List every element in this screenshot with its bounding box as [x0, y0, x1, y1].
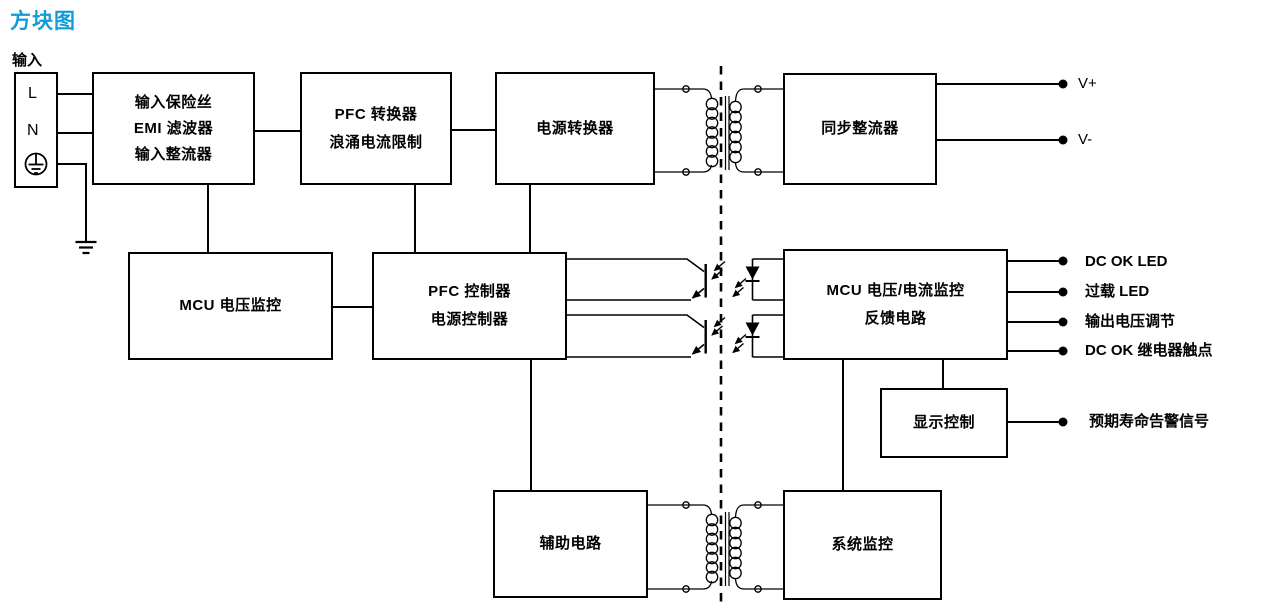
protective-earth-icon [24, 152, 48, 176]
block-pfc-controller: PFC 控制器 电源控制器 [372, 252, 567, 360]
input-terminal-label: 输入 [12, 52, 43, 69]
connector-lines [207, 129, 944, 490]
block-power-converter: 电源转换器 [495, 72, 655, 185]
block-mcu-vi-monitor: MCU 电压/电流监控 反馈电路 [783, 249, 1008, 360]
block-label: 系统监控 [831, 536, 894, 553]
port-overload-led: 过载 LED [1085, 283, 1150, 300]
block-label: 输入整流器 [134, 145, 213, 163]
block-mcu-voltage-monitor: MCU 电压监控 [128, 252, 333, 360]
block-label: 输入保险丝 [134, 93, 213, 111]
block-label: 反馈电路 [864, 309, 927, 327]
block-label: PFC 转换器 [334, 105, 418, 123]
block-label: 电源控制器 [430, 311, 509, 328]
transformer-aux-icon [648, 501, 783, 593]
port-dc-ok-relay: DC OK 继电器触点 [1085, 342, 1213, 359]
port-dc-ok-led: DC OK LED [1085, 253, 1168, 270]
port-v-plus: V+ [1078, 75, 1097, 92]
port-life-alarm: 预期寿命告警信号 [1089, 413, 1210, 430]
block-sync-rectifier: 同步整流器 [783, 73, 937, 185]
block-label: 浪涌电流限制 [329, 133, 423, 151]
output-lines [937, 79, 1068, 427]
block-label: 显示控制 [912, 414, 975, 431]
block-system-monitor: 系统监控 [783, 490, 942, 600]
chassis-ground-icon [75, 240, 97, 255]
block-label: PFC 控制器 [428, 283, 511, 300]
page-title: 方块图 [10, 10, 76, 33]
port-voltage-adjust: 输出电压调节 [1085, 313, 1176, 330]
block-input-fuse: 输入保险丝 EMI 滤波器 输入整流器 [92, 72, 255, 185]
block-label: MCU 电压/电流监控 [826, 281, 965, 299]
block-pfc-converter: PFC 转换器 浪涌电流限制 [300, 72, 452, 185]
optocoupler-icon [567, 314, 783, 358]
pin-l-label: L [28, 85, 37, 102]
block-label: MCU 电压监控 [179, 297, 282, 314]
block-label: 同步整流器 [821, 120, 899, 137]
optocoupler-icon [567, 258, 783, 301]
pin-n-label: N [27, 122, 39, 139]
block-display-control: 显示控制 [880, 388, 1008, 458]
block-input-terminal [14, 72, 58, 188]
block-aux-circuit: 辅助电路 [493, 490, 648, 598]
port-v-minus: V- [1078, 131, 1093, 148]
transformer-main-icon [655, 85, 783, 176]
block-label: 电源转换器 [536, 119, 614, 137]
block-label: EMI 滤波器 [133, 119, 214, 137]
block-label: 辅助电路 [539, 535, 602, 552]
input-wires [57, 93, 92, 242]
